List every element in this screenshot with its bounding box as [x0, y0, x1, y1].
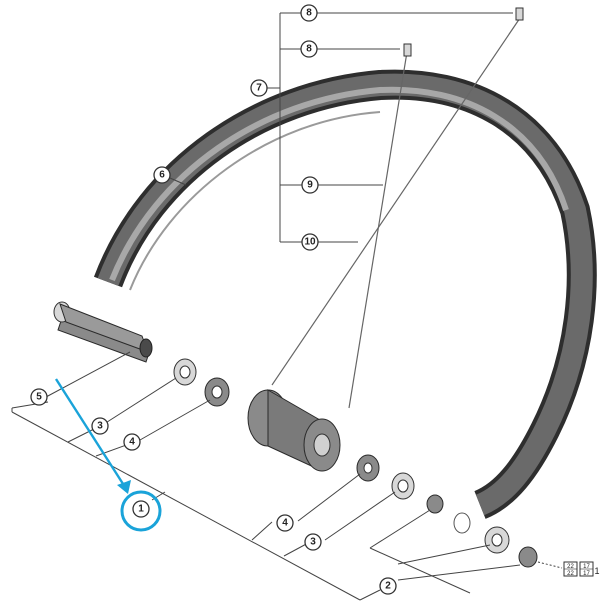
tag-bottom: 22 [567, 571, 574, 577]
callout-5: 5 [30, 388, 48, 406]
tag-top: 17 [583, 564, 590, 570]
callout-3-right: 3 [304, 533, 322, 551]
tag-top: 22 [567, 564, 574, 570]
callout-label: 8 [306, 8, 312, 19]
callout-label: 2 [385, 581, 391, 592]
callout-label: 1 [138, 504, 144, 515]
end-cap-large [484, 526, 510, 554]
left-bearing [204, 377, 230, 407]
bushing-small [426, 494, 444, 514]
callout-9: 9 [301, 176, 319, 194]
hub-body [247, 389, 341, 472]
callout-4-left: 4 [123, 433, 141, 451]
spoke-short [348, 51, 408, 409]
callout-label: 4 [282, 518, 288, 529]
spec-tag-a: 22 22 [563, 561, 578, 577]
callout-label: 5 [36, 392, 42, 403]
callout-10: 10 [301, 233, 319, 251]
highlight-circle [120, 490, 162, 532]
left-washer [173, 358, 197, 386]
axle [53, 301, 153, 363]
callout-label: 8 [306, 44, 312, 55]
highlight-arrowhead [117, 480, 131, 494]
highlight [54, 378, 162, 532]
callout-label: 9 [307, 180, 313, 191]
callout-label: 3 [97, 421, 103, 432]
callout-label: 4 [129, 437, 135, 448]
callout-label: 3 [310, 537, 316, 548]
spec-tag-b: 17 17 [579, 561, 594, 577]
callout-1: 1 [132, 500, 150, 518]
callout-4-right: 4 [276, 514, 294, 532]
end-cap-small [518, 546, 538, 568]
spokes [271, 7, 524, 409]
callout-2: 2 [379, 577, 397, 595]
callout-8-top: 8 [300, 4, 318, 22]
callout-label: 10 [304, 237, 316, 248]
tag-bottom: 17 [583, 571, 590, 577]
callout-label: 7 [256, 83, 262, 94]
right-bearing [356, 454, 380, 482]
callout-label: 6 [159, 170, 165, 181]
highlight-arrow [54, 378, 127, 488]
o-ring [453, 512, 471, 534]
right-washer [391, 472, 415, 500]
callout-6: 6 [153, 166, 171, 184]
tag-trailing: 1 [594, 566, 599, 576]
rim [93, 69, 597, 519]
callout-3-left: 3 [91, 417, 109, 435]
spoke-long [271, 17, 521, 386]
callout-7: 7 [250, 79, 268, 97]
nipple-a [515, 7, 524, 21]
nipple-b [403, 43, 412, 57]
callout-8-second: 8 [300, 40, 318, 58]
